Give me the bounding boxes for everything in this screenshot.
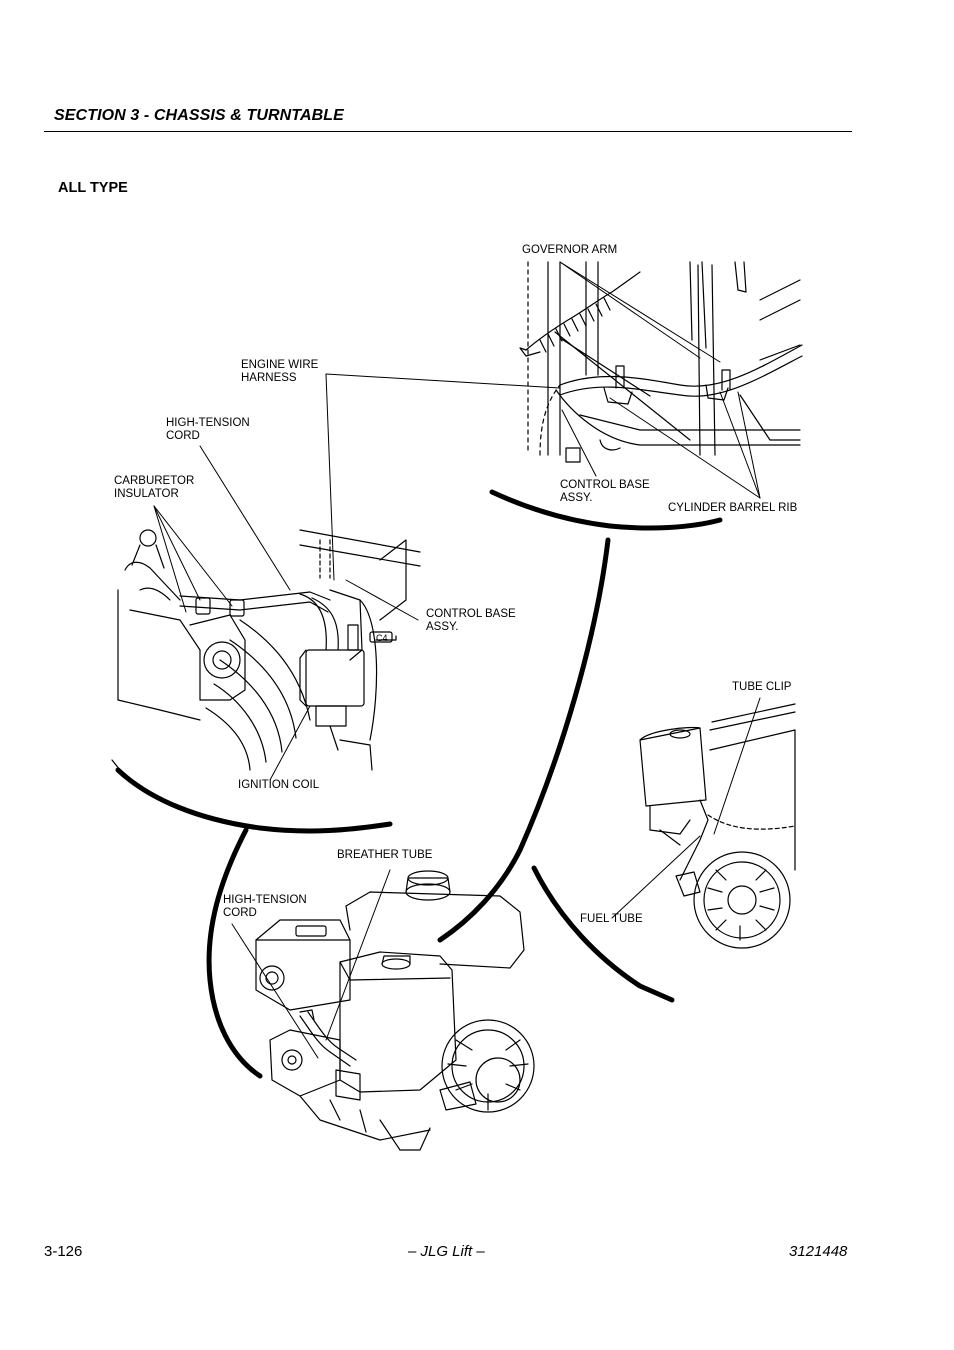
- section-title: SECTION 3 - CHASSIS & TURNTABLE: [54, 107, 344, 124]
- label-governor-arm: GOVERNOR ARM: [522, 244, 618, 256]
- leader-lines: [153, 261, 761, 1059]
- label-tube-clip: TUBE CLIP: [732, 681, 792, 693]
- detail-top-right: [489, 261, 803, 531]
- label-control-base-assy-top: CONTROL BASE ASSY.: [560, 479, 650, 504]
- label-breather-tube: BREATHER TUBE: [337, 849, 433, 861]
- detail-middle: [111, 529, 421, 834]
- label-high-tension-cord-bottom: HIGH-TENSION CORD: [223, 894, 307, 919]
- label-engine-wire-harness: ENGINE WIRE HARNESS: [241, 359, 319, 384]
- label-connector-c4: C4: [376, 633, 388, 643]
- engine-bottom: [206, 537, 611, 1151]
- label-control-base-assy-mid: CONTROL BASE ASSY.: [426, 608, 516, 633]
- header-rule: [44, 131, 852, 132]
- label-ignition-coil: IGNITION COIL: [238, 779, 320, 791]
- footer-page-number: 3-126: [44, 1243, 83, 1260]
- footer-doc-number: 3121448: [789, 1243, 848, 1260]
- label-fuel-tube: FUEL TUBE: [580, 913, 643, 925]
- label-cylinder-barrel-rib: CYLINDER BARREL RIB: [668, 502, 798, 514]
- subheading: ALL TYPE: [58, 180, 128, 196]
- detail-right: [531, 703, 796, 1003]
- label-high-tension-cord-top: HIGH-TENSION CORD: [166, 417, 250, 442]
- label-carburetor-insulator: CARBURETOR INSULATOR: [114, 475, 195, 500]
- footer-center: – JLG Lift –: [408, 1243, 485, 1260]
